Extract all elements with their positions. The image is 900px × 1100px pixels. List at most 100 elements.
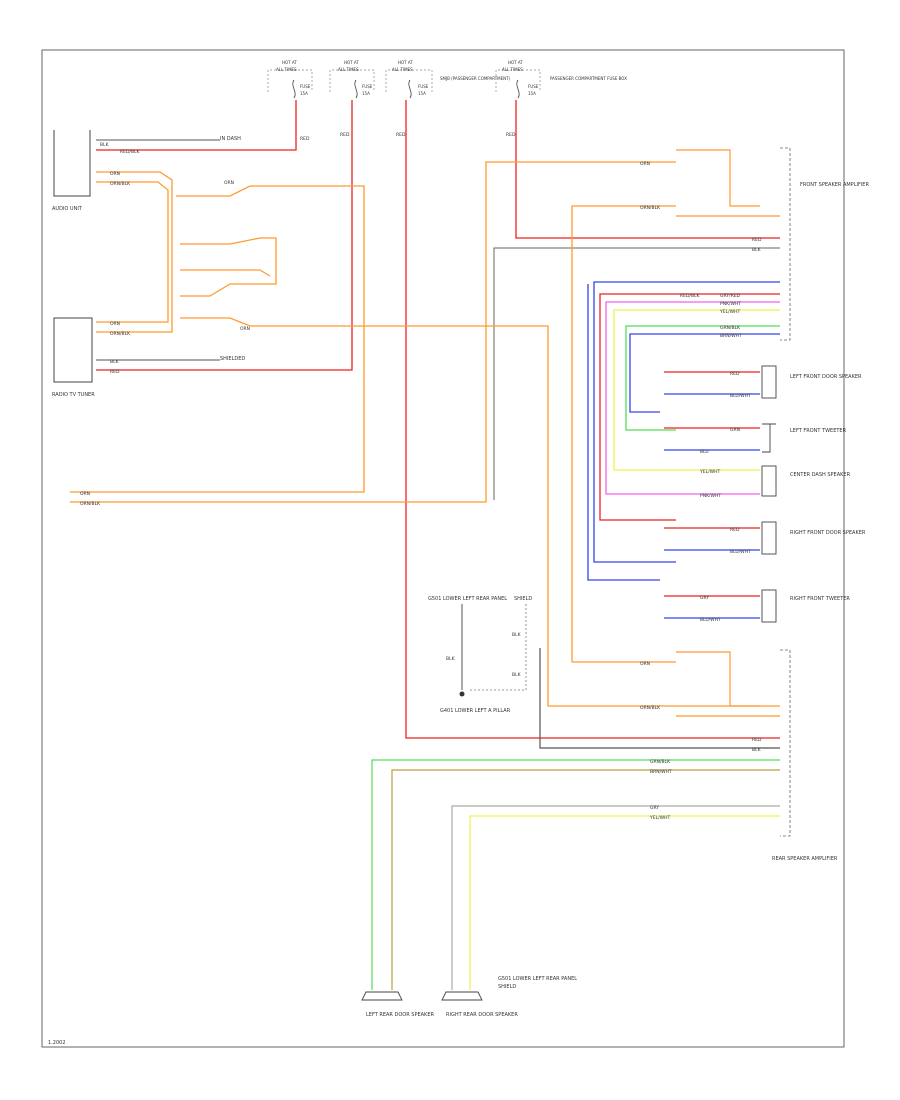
svg-text:RED/BLK: RED/BLK bbox=[120, 149, 141, 155]
svg-text:REAR SPEAKER AMPLIFIER: REAR SPEAKER AMPLIFIER bbox=[772, 856, 838, 862]
svg-text:RADIO TV TUNER: RADIO TV TUNER bbox=[52, 392, 95, 398]
shield-label: SHIELD bbox=[514, 596, 532, 602]
svg-text:HOT AT: HOT AT bbox=[282, 60, 297, 65]
svg-text:GRY: GRY bbox=[650, 805, 659, 811]
svg-text:ORN: ORN bbox=[110, 321, 120, 327]
svg-text:RED: RED bbox=[730, 371, 740, 377]
svg-text:ORN/BLK: ORN/BLK bbox=[640, 705, 661, 711]
svg-text:RED: RED bbox=[752, 737, 762, 743]
svg-text:ALL TIMES: ALL TIMES bbox=[338, 67, 359, 72]
wire-red-feed-rear bbox=[405, 100, 780, 739]
svg-text:ORN/BLK: ORN/BLK bbox=[640, 205, 661, 211]
svg-text:BLU/WHT: BLU/WHT bbox=[730, 393, 751, 399]
svg-text:RED: RED bbox=[110, 369, 120, 375]
svg-text:FUSE: FUSE bbox=[418, 84, 429, 89]
svg-text:BLK: BLK bbox=[446, 656, 456, 662]
svg-text:ORN: ORN bbox=[80, 491, 90, 497]
svg-text:RED: RED bbox=[730, 527, 740, 533]
svg-text:CENTER DASH SPEAKER: CENTER DASH SPEAKER bbox=[790, 472, 851, 478]
lf-tweeter: LEFT FRONT TWEETER bbox=[762, 423, 847, 453]
svg-text:AUDIO UNIT: AUDIO UNIT bbox=[52, 206, 83, 212]
rear-amp-outputs bbox=[371, 648, 780, 990]
svg-text:FUSE: FUSE bbox=[300, 84, 311, 89]
fuse-1: HOT AT ALL TIMES FUSE 15A bbox=[267, 60, 313, 99]
fuse-4: HOT AT ALL TIMES FUSE 15A PASSENGER COMP… bbox=[495, 60, 627, 99]
in-dash-label: IN DASH bbox=[220, 136, 241, 142]
svg-text:ALL TIMES: ALL TIMES bbox=[502, 67, 523, 72]
orange-wire-cluster bbox=[70, 161, 780, 707]
fuse-note-2: PASSENGER COMPARTMENT FUSE BOX bbox=[550, 76, 627, 81]
svg-text:15A: 15A bbox=[528, 91, 536, 96]
center-speaker: CENTER DASH SPEAKER bbox=[761, 465, 851, 497]
rr-door-speaker: RIGHT REAR DOOR SPEAKER bbox=[441, 991, 518, 1018]
svg-text:BLK: BLK bbox=[512, 632, 522, 638]
wire-labels: BLK RED/BLK ORN ORN/BLK ORN ORN/BLK BLK … bbox=[80, 132, 762, 821]
wire-shield bbox=[470, 604, 527, 691]
svg-text:ORN: ORN bbox=[224, 180, 234, 186]
wire-red-feed-tuner bbox=[96, 100, 353, 371]
svg-text:RED: RED bbox=[752, 237, 762, 243]
wire-blk-front-amp bbox=[493, 247, 780, 500]
svg-text:HOT AT: HOT AT bbox=[398, 60, 413, 65]
lr-door-speaker: LEFT REAR DOOR SPEAKER bbox=[361, 991, 434, 1018]
wire-red-feed-audio bbox=[96, 100, 297, 151]
front-amp-outputs bbox=[587, 281, 780, 581]
svg-text:BLK: BLK bbox=[512, 672, 522, 678]
svg-text:RED: RED bbox=[396, 132, 406, 138]
svg-text:ORN/BLK: ORN/BLK bbox=[110, 331, 131, 337]
svg-text:GRN/BLK: GRN/BLK bbox=[720, 325, 741, 331]
svg-text:GRN/BLK: GRN/BLK bbox=[650, 759, 671, 765]
rear-speaker-amplifier: REAR SPEAKER AMPLIFIER bbox=[676, 649, 838, 862]
svg-text:YEL/WHT: YEL/WHT bbox=[719, 309, 740, 315]
svg-text:BRN/WHT: BRN/WHT bbox=[650, 769, 672, 775]
shield-label-rear: SHIELD bbox=[498, 984, 516, 990]
front-speaker-amplifier: FRONT SPEAKER AMPLIFIER bbox=[676, 147, 869, 341]
lf-door-speaker: LEFT FRONT DOOR SPEAKER bbox=[761, 365, 862, 399]
svg-text:15A: 15A bbox=[418, 91, 426, 96]
svg-text:RED: RED bbox=[506, 132, 516, 138]
rf-tweeter: RIGHT FRONT TWEETER bbox=[761, 589, 850, 623]
svg-text:BRN/WHT: BRN/WHT bbox=[720, 333, 742, 339]
svg-text:YEL/WHT: YEL/WHT bbox=[699, 469, 720, 475]
svg-text:ORN: ORN bbox=[640, 161, 650, 167]
fuse-3: HOT AT ALL TIMES FUSE 15A SMJB (PASSENGE… bbox=[385, 60, 511, 99]
svg-text:HOT AT: HOT AT bbox=[344, 60, 359, 65]
svg-text:YEL/WHT: YEL/WHT bbox=[649, 815, 670, 821]
svg-text:ORN: ORN bbox=[640, 661, 650, 667]
footer-code: 1.2002 bbox=[48, 1040, 66, 1046]
svg-text:FUSE: FUSE bbox=[528, 84, 539, 89]
svg-text:ALL TIMES: ALL TIMES bbox=[392, 67, 413, 72]
svg-text:ORN/BLK: ORN/BLK bbox=[80, 501, 101, 507]
svg-text:BLK: BLK bbox=[110, 359, 120, 365]
rf-door-speaker: RIGHT FRONT DOOR SPEAKER bbox=[761, 521, 866, 555]
radio-tv-tuner: RADIO TV TUNER bbox=[52, 317, 95, 398]
svg-text:RED: RED bbox=[340, 132, 350, 138]
svg-text:BLU/WHT: BLU/WHT bbox=[730, 549, 751, 555]
svg-text:LEFT FRONT DOOR SPEAKER: LEFT FRONT DOOR SPEAKER bbox=[790, 374, 862, 380]
svg-text:RIGHT REAR DOOR SPEAKER: RIGHT REAR DOOR SPEAKER bbox=[446, 1012, 518, 1018]
svg-text:FRONT SPEAKER AMPLIFIER: FRONT SPEAKER AMPLIFIER bbox=[800, 182, 869, 188]
svg-text:PNK/WHT: PNK/WHT bbox=[720, 301, 741, 307]
svg-text:BLK: BLK bbox=[100, 142, 110, 148]
svg-text:BLU: BLU bbox=[700, 449, 709, 455]
svg-text:BLK: BLK bbox=[752, 747, 762, 753]
svg-text:GRN: GRN bbox=[730, 427, 740, 433]
svg-text:15A: 15A bbox=[362, 91, 370, 96]
diagram-frame bbox=[41, 49, 845, 1048]
svg-text:LEFT REAR DOOR SPEAKER: LEFT REAR DOOR SPEAKER bbox=[366, 1012, 434, 1018]
svg-text:15A: 15A bbox=[300, 91, 308, 96]
fuse-note-1: SMJB (PASSENGER COMPARTMENT) bbox=[440, 76, 511, 81]
fuse-2: HOT AT ALL TIMES FUSE 15A bbox=[329, 60, 375, 99]
svg-text:ORN: ORN bbox=[240, 326, 250, 332]
ground-label-g401: G401 LOWER LEFT A PILLAR bbox=[440, 708, 511, 714]
svg-text:BLU/WHT: BLU/WHT bbox=[700, 617, 721, 623]
wire-red-feed-front-amp bbox=[515, 100, 780, 239]
speaker-wires bbox=[664, 371, 760, 619]
svg-text:ORN: ORN bbox=[110, 171, 120, 177]
svg-text:RIGHT FRONT DOOR SPEAKER: RIGHT FRONT DOOR SPEAKER bbox=[790, 530, 866, 536]
ground-label-g501: G501 LOWER LEFT REAR PANEL bbox=[428, 596, 507, 602]
svg-text:PNK/WHT: PNK/WHT bbox=[700, 493, 721, 499]
svg-text:GRY: GRY bbox=[700, 595, 709, 601]
svg-text:LEFT FRONT TWEETER: LEFT FRONT TWEETER bbox=[790, 428, 847, 434]
